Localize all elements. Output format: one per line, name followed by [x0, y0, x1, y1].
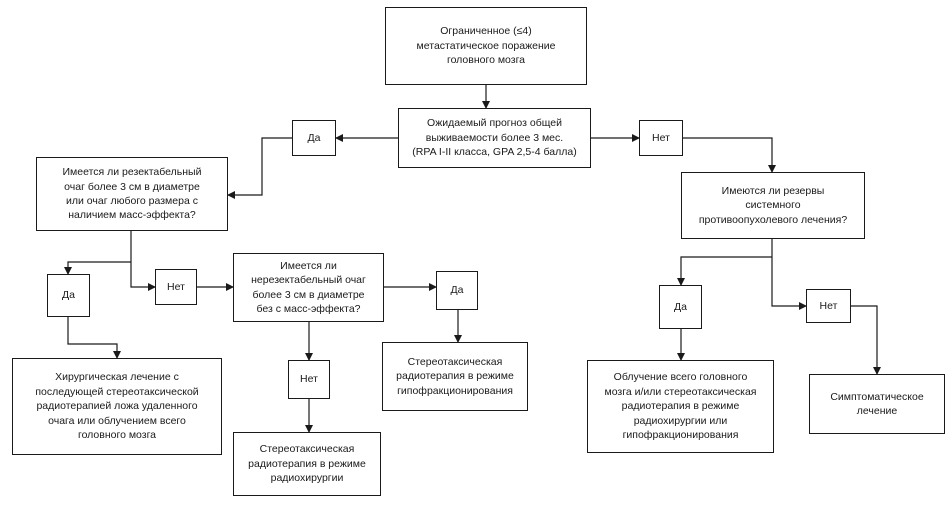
node-unresectable-no: Нет: [288, 360, 330, 399]
node-text-line: очаг более 3 см в диаметре: [64, 180, 200, 193]
node-text-line: нерезектабельный очаг: [251, 274, 366, 287]
node-text-line: Нет: [300, 373, 318, 386]
node-text-line: Имеется ли резектабельный: [62, 166, 202, 179]
node-text-line: Стереотаксическая: [259, 443, 355, 456]
node-text-line: Да: [62, 289, 75, 302]
connector-resectable-no: [130, 262, 156, 291]
connector-resectable-yes: [64, 261, 131, 275]
node-prognosis-no: Нет: [639, 120, 683, 156]
node-reserves-yes: Да: [659, 285, 702, 329]
connector-reserves-no: [771, 257, 807, 310]
node-text-line: Нет: [819, 299, 838, 312]
node-unresectable-yes: Да: [436, 271, 478, 310]
node-text-line: выживаемости более 3 мес.: [425, 131, 564, 144]
node-text-line: очага или облучением всего: [48, 414, 186, 427]
node-text-line: (RPA I-II класса, GPA 2,5-4 балла): [412, 146, 577, 159]
node-text-line: радиохирургии: [270, 472, 344, 485]
node-text-line: радиотерапия в режиме: [621, 400, 740, 413]
node-limited-metastatic-lesion: Ограниченное (≤4)метастатическое поражен…: [385, 7, 587, 85]
node-text-line: Ограниченное (≤4): [440, 25, 532, 38]
node-text-line: Имеются ли резервы: [721, 184, 825, 197]
node-reserves-no: Нет: [806, 289, 851, 323]
node-text-line: Облучение всего головного: [613, 371, 748, 384]
node-text-line: гипофракционирования: [397, 384, 513, 397]
node-text-line: Да: [450, 284, 464, 297]
connector-yes-surgery: [67, 317, 121, 359]
node-text-line: метастатическое поражение: [416, 39, 556, 52]
node-text-line: более 3 см в диаметре: [252, 288, 365, 301]
node-text-line: противоопухолевого лечения?: [698, 213, 848, 226]
node-text-line: или очаг любого размера с: [66, 195, 198, 207]
node-text-line: Симптоматическое: [830, 390, 924, 403]
node-text-line: мозга и/или стереотаксическая: [604, 385, 757, 398]
node-text-line: Нет: [652, 131, 670, 144]
connector-reserves-yes: [677, 256, 772, 286]
node-text-line: наличием масс-эффекта?: [68, 209, 196, 222]
node-text-line: Ожидаемый прогноз общей: [427, 117, 562, 130]
node-text-line: Да: [674, 300, 687, 313]
connector-no-symptomatic: [851, 305, 881, 375]
node-text-line: радиотерапия в режиме: [248, 457, 366, 470]
node-text-line: головного мозга: [446, 54, 526, 67]
node-text-line: системного: [745, 199, 801, 212]
node-resectable-yes: Да: [47, 274, 90, 317]
node-resectable-no: Нет: [155, 269, 197, 305]
node-text-line: Да: [307, 131, 321, 144]
node-text-line: без с масс-эффекта?: [256, 302, 361, 315]
node-text-line: Стереотаксическая: [407, 355, 503, 368]
node-text-line: гипофракционирования: [622, 429, 739, 442]
node-symptomatic-treatment: Симптоматическое лечение: [809, 374, 945, 434]
node-text-line: радиотерапией ложа удаленного: [36, 400, 198, 413]
node-text-line: головного мозга: [77, 429, 157, 442]
node-text-line: радиотерапия в режиме: [396, 370, 514, 383]
node-text-line: Нет: [167, 280, 185, 293]
connector-yes-resectable: [227, 137, 292, 199]
node-text-line: последующей стереотаксической: [35, 385, 199, 398]
node-text-line: лечение: [856, 405, 898, 417]
node-text-line: Хирургическая лечение с: [55, 371, 179, 384]
node-prognosis-yes: Да: [292, 120, 336, 156]
connector-no-reserves: [683, 137, 776, 173]
node-text-line: радиохирургии или: [633, 414, 728, 427]
node-text-line: Имеется ли: [280, 259, 337, 272]
